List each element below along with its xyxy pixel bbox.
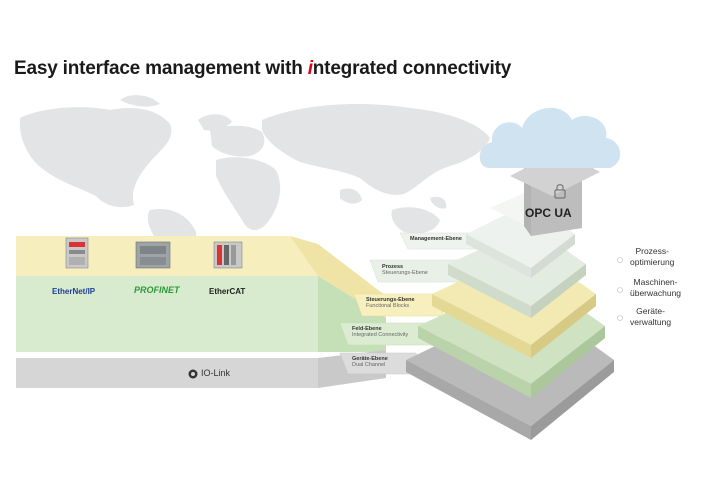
side-bullets: [617, 257, 623, 321]
level-label-device: Geräte-Ebene Dual Channel: [352, 356, 388, 368]
ethercat-logo: EtherCAT: [209, 287, 246, 296]
ethernet-ip-logo: EtherNet/IP: [52, 287, 96, 296]
pyramid: [406, 190, 614, 440]
side-label-machine-monitoring: Maschinen-überwachung: [630, 277, 682, 298]
side-label-device-management: Geräte-verwaltung: [630, 306, 672, 327]
level-label-management: Management-Ebene: [410, 236, 462, 242]
io-link-logo-icon: [188, 369, 198, 379]
band-grey: [16, 358, 318, 388]
profinet-logo: PROFINET: [134, 285, 180, 295]
opc-ua-label: OPC UA: [525, 206, 572, 220]
device-module-2-icon: [135, 241, 171, 269]
cloud: [479, 107, 621, 168]
level-plates: [339, 232, 479, 375]
lock-icon: [554, 184, 566, 199]
page-title: Easy interface management with integrate…: [14, 58, 512, 79]
io-link-logo: IO-Link: [201, 368, 231, 378]
world-map: [19, 95, 490, 270]
device-module-3-icon: [213, 241, 243, 269]
level-label-process: Prozess Steuerungs-Ebene: [382, 264, 428, 276]
band-green: [16, 276, 318, 352]
level-label-control: Steuerungs-Ebene Functional Blocks: [366, 297, 415, 309]
level-label-field: Feld-Ebene Integrated Connectivity: [352, 326, 409, 338]
device-module-1-icon: [65, 237, 89, 269]
side-label-process-optimization: Prozess-optimierung: [630, 246, 675, 267]
